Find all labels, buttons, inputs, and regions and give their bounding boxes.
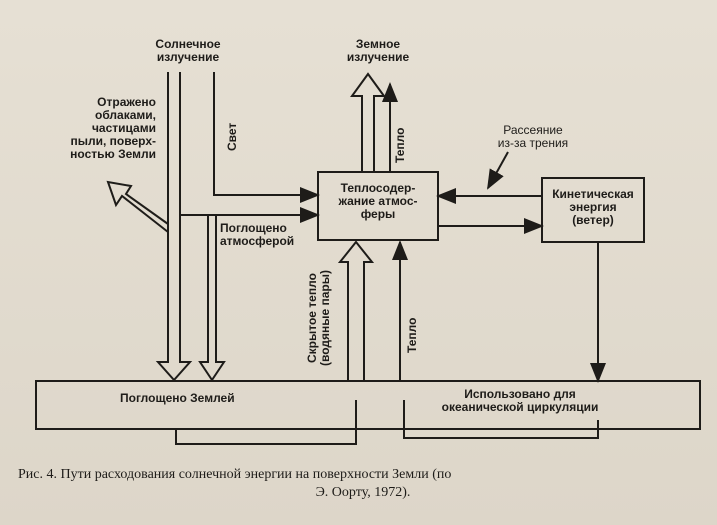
friction-diagonal <box>487 151 509 190</box>
figure-caption: Рис. 4. Пути расходования солнечной энер… <box>18 466 708 502</box>
absorbed-atmosphere-down <box>198 215 226 382</box>
ocean-circulation-label: Использовано для океанической циркуляции <box>441 387 599 414</box>
earth-radiation-arrow <box>350 72 386 172</box>
heat-content-box <box>317 171 439 241</box>
earth-box <box>35 380 701 430</box>
earth-radiation-label: Земное излучение <box>346 37 410 64</box>
solar-radiation-label: Солнечное излучение <box>155 37 221 64</box>
absorbed-earth-label: Поглощено Землей <box>120 391 235 405</box>
energy-flow-diagram <box>35 72 701 445</box>
bottom-loop-left <box>175 400 357 445</box>
solar-input-arrow <box>155 72 193 382</box>
latent-heat-arrow <box>337 240 375 381</box>
kinetic-energy-label: Кинетическая энергия (ветер) <box>552 187 634 227</box>
heat-bottom-label: Тепло <box>405 317 419 353</box>
heat-top-label: Тепло <box>393 127 407 163</box>
latent-heat-label: Скрытое тепло (водяные пары) <box>305 270 332 367</box>
friction-label: Рассеяние из-за трения <box>497 123 569 150</box>
kinetic-energy-box <box>541 177 645 243</box>
bottom-loop-right <box>403 400 599 439</box>
light-label: Свет <box>225 122 239 152</box>
caption-line-2: Э. Оорту, 1972). <box>315 485 411 500</box>
heat-content-label: Теплосодер- жание атмос- феры <box>338 181 418 221</box>
reflected-arrow <box>106 180 169 233</box>
caption-line-1: Рис. 4. Пути расходования солнечной энер… <box>18 467 452 482</box>
reflected-label: Отражено облаками, частицами пыли, повер… <box>70 95 156 161</box>
light-line <box>213 72 320 203</box>
absorbed-atmosphere-label: Поглощено атмосферой <box>220 221 295 248</box>
